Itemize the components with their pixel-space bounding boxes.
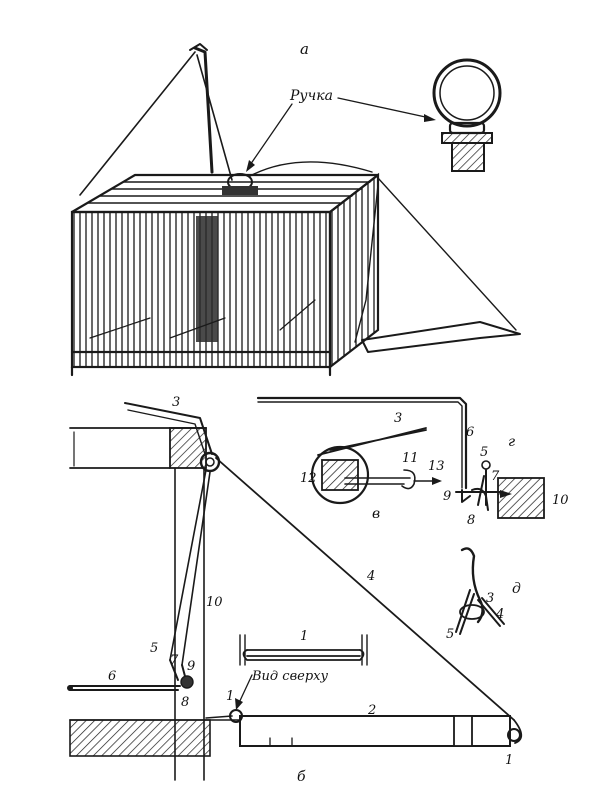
- part-9-main: 9: [187, 659, 195, 674]
- part-11-bait: 11: [402, 451, 419, 466]
- part-3-main: 3: [172, 395, 180, 410]
- ring-detail: [432, 58, 502, 172]
- part-13-bait: 13: [428, 459, 445, 474]
- part-4-main: 4: [366, 569, 375, 584]
- left-rope: [79, 51, 196, 196]
- panel-label-g: г: [508, 434, 515, 450]
- pulley-ring: [199, 451, 221, 473]
- part-5-latch: 5: [480, 445, 488, 460]
- top-view-sketch: [239, 634, 368, 666]
- trap-door: [361, 321, 521, 353]
- part-7-main: 7: [170, 653, 179, 668]
- part-8-latch: 8: [467, 513, 475, 528]
- mechanism-diagram: [67, 402, 523, 781]
- part-7-latch: 7: [491, 469, 500, 484]
- panel-label-b: б: [297, 769, 306, 785]
- panel-label-a: а: [300, 40, 309, 58]
- handle-arrow-left: [247, 103, 293, 169]
- trigger-post: [193, 46, 214, 174]
- part-6-latch: 6: [466, 425, 474, 440]
- part-12-bait: 12: [300, 471, 317, 486]
- part-1-end: 1: [505, 753, 513, 768]
- part-10-latch: 10: [552, 493, 569, 508]
- part-10-main: 10: [206, 595, 223, 610]
- top-view-label: Вид сверху: [251, 669, 328, 684]
- panel-label-v: в: [372, 506, 380, 522]
- panel-label-d: д: [512, 581, 521, 597]
- part-5-hook: 5: [446, 627, 454, 642]
- cage-side: [328, 172, 380, 370]
- part-3-bait: 3: [394, 411, 402, 426]
- part-4-hook: 4: [495, 607, 504, 622]
- cage-handle: [222, 173, 258, 195]
- part-2-main: 2: [367, 703, 376, 718]
- latch-detail: [256, 396, 545, 519]
- bait-detail: [310, 427, 442, 505]
- part-3-hook: 3: [486, 591, 494, 606]
- part-5-main: 5: [150, 641, 158, 656]
- part-1-hinge: 1: [226, 689, 234, 704]
- handle-label: Ручка: [289, 88, 333, 104]
- part-9-latch: 9: [443, 489, 451, 504]
- cage-illustration: [70, 43, 521, 377]
- part-8-main: 8: [181, 695, 189, 710]
- hook-detail: [455, 547, 505, 635]
- part-6-main: 6: [108, 669, 116, 684]
- part-1-topview: 1: [300, 629, 308, 644]
